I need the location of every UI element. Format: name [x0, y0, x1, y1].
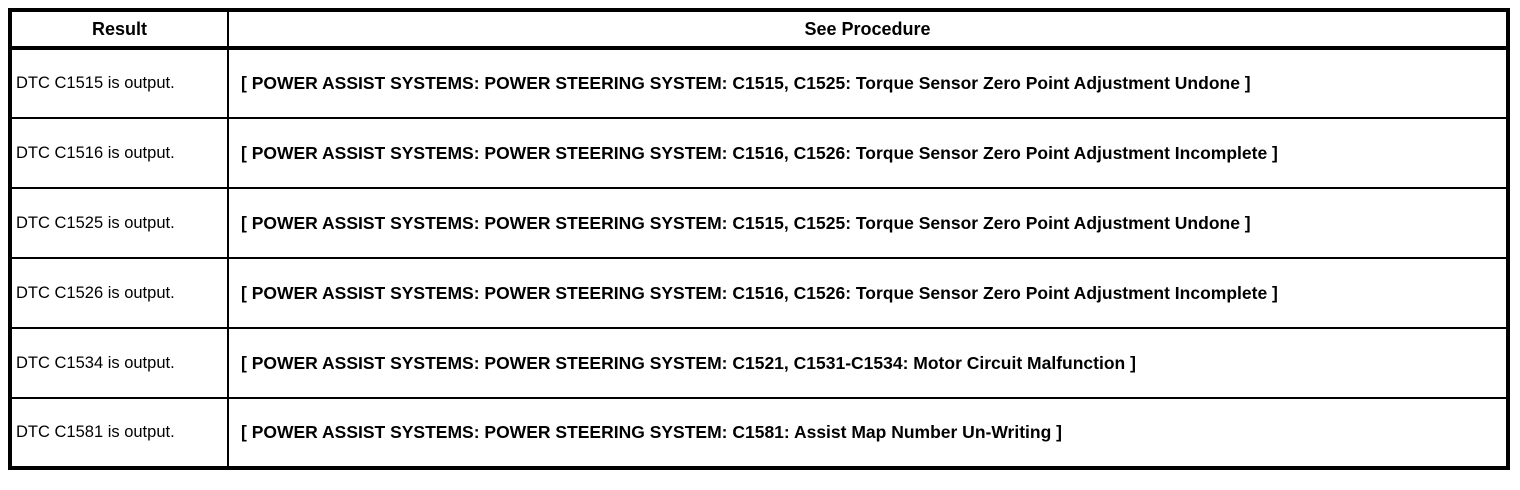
column-header-result: Result [9, 9, 229, 50]
table-row: DTC C1516 is output. [ POWER ASSIST SYST… [9, 117, 1509, 189]
result-cell: DTC C1534 is output. [9, 327, 229, 399]
header-row: Result See Procedure [9, 9, 1509, 50]
table-body: DTC C1515 is output. [ POWER ASSIST SYST… [9, 47, 1509, 469]
result-cell: DTC C1581 is output. [9, 397, 229, 469]
procedure-reference-link[interactable]: [ POWER ASSIST SYSTEMS: POWER STEERING S… [227, 397, 1509, 469]
procedure-reference-link[interactable]: [ POWER ASSIST SYSTEMS: POWER STEERING S… [227, 117, 1509, 189]
dtc-result-table: Result See Procedure DTC C1515 is output… [8, 8, 1510, 470]
result-cell: DTC C1526 is output. [9, 257, 229, 329]
procedure-reference-link[interactable]: [ POWER ASSIST SYSTEMS: POWER STEERING S… [227, 47, 1509, 119]
procedure-reference-link[interactable]: [ POWER ASSIST SYSTEMS: POWER STEERING S… [227, 257, 1509, 329]
table-row: DTC C1515 is output. [ POWER ASSIST SYST… [9, 47, 1509, 119]
column-header-procedure: See Procedure [227, 9, 1509, 50]
table-row: DTC C1534 is output. [ POWER ASSIST SYST… [9, 327, 1509, 399]
table-row: DTC C1581 is output. [ POWER ASSIST SYST… [9, 397, 1509, 469]
result-cell: DTC C1515 is output. [9, 47, 229, 119]
table-row: DTC C1525 is output. [ POWER ASSIST SYST… [9, 187, 1509, 259]
result-cell: DTC C1516 is output. [9, 117, 229, 189]
procedure-reference-link[interactable]: [ POWER ASSIST SYSTEMS: POWER STEERING S… [227, 187, 1509, 259]
result-cell: DTC C1525 is output. [9, 187, 229, 259]
procedure-reference-link[interactable]: [ POWER ASSIST SYSTEMS: POWER STEERING S… [227, 327, 1509, 399]
table-row: DTC C1526 is output. [ POWER ASSIST SYST… [9, 257, 1509, 329]
